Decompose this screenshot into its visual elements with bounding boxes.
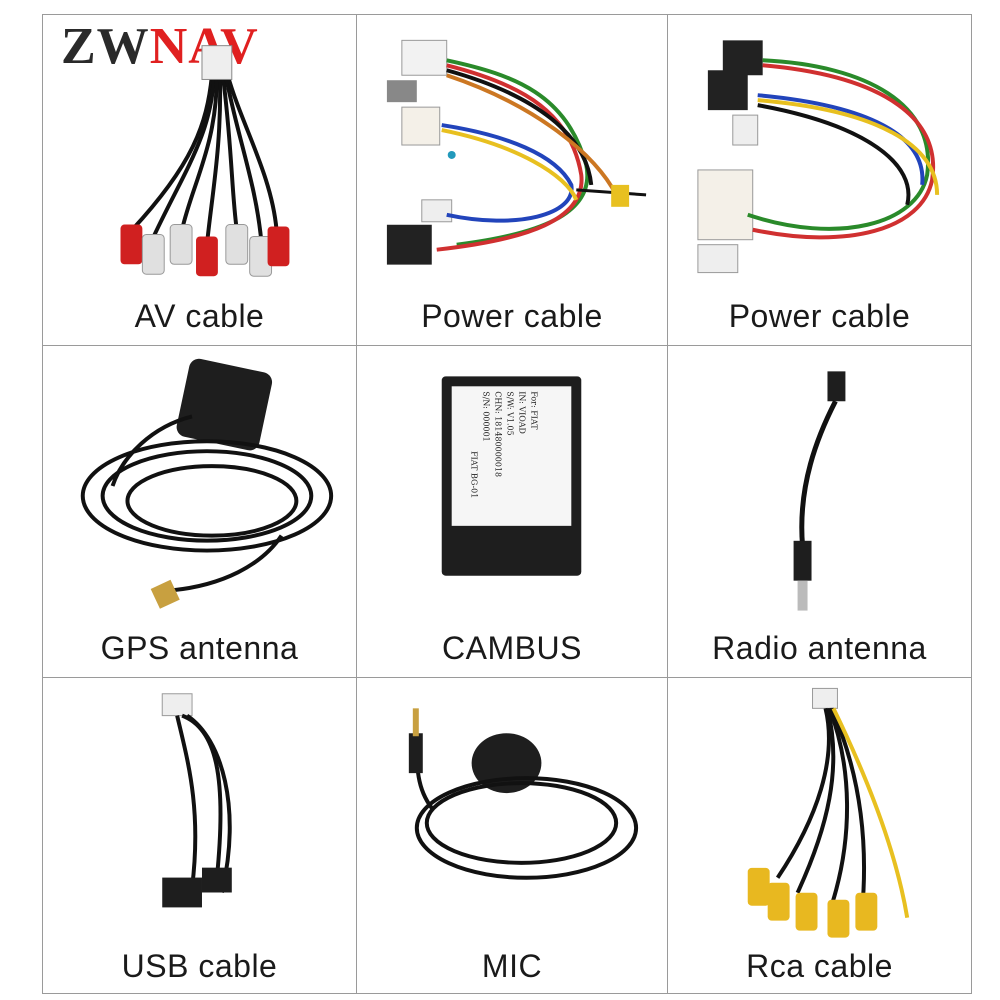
svg-text:S/N: 000001: S/N: 000001 bbox=[482, 391, 491, 441]
item-label: CAMBUS bbox=[442, 630, 582, 666]
accessory-grid: ZWNAV AV cable bbox=[42, 14, 972, 994]
item-power-cable-1: Power cable bbox=[357, 14, 668, 346]
item-usb-cable: USB cable bbox=[42, 678, 357, 994]
svg-text:IN: VIOAD: IN: VIOAD bbox=[517, 391, 526, 434]
usb-cable-icon bbox=[161, 693, 232, 908]
item-label: Power cable bbox=[728, 298, 911, 334]
item-gps-antenna: GPS antenna bbox=[42, 346, 357, 678]
gps-antenna-icon bbox=[80, 358, 334, 609]
cambus-box-icon: For: FIAT IN: VIOAD S/W: V1.05 CHN: 1814… bbox=[441, 376, 582, 576]
item-power-cable-2: Power cable bbox=[668, 14, 972, 346]
item-label: GPS antenna bbox=[100, 630, 299, 666]
svg-text:S/W: V1.05: S/W: V1.05 bbox=[506, 391, 515, 435]
rca-cable-icon bbox=[747, 687, 910, 938]
item-cambus: For: FIAT IN: VIOAD S/W: V1.05 CHN: 1814… bbox=[357, 346, 668, 678]
radio-antenna-icon bbox=[793, 371, 846, 611]
svg-text:CHN: 181480000018: CHN: 181480000018 bbox=[494, 391, 503, 477]
svg-text:For: FIAT: For: FIAT bbox=[529, 391, 538, 430]
item-label: MIC bbox=[481, 948, 543, 984]
item-label: USB cable bbox=[121, 948, 278, 984]
item-mic: MIC bbox=[357, 678, 668, 994]
av-cable-icon bbox=[120, 45, 290, 277]
svg-text:FIAT BG-01: FIAT BG-01 bbox=[470, 451, 479, 498]
item-rca-cable: Rca cable bbox=[668, 678, 972, 994]
item-label: Power cable bbox=[421, 298, 603, 334]
item-label: Radio antenna bbox=[712, 630, 927, 666]
microphone-icon bbox=[408, 708, 639, 880]
item-label: Rca cable bbox=[746, 948, 893, 984]
item-radio-antenna: Radio antenna bbox=[668, 346, 972, 678]
item-av-cable: ZWNAV AV cable bbox=[42, 14, 357, 346]
item-label: AV cable bbox=[134, 298, 265, 334]
power-cable-icon bbox=[386, 39, 647, 265]
power-cable-icon bbox=[697, 40, 940, 274]
